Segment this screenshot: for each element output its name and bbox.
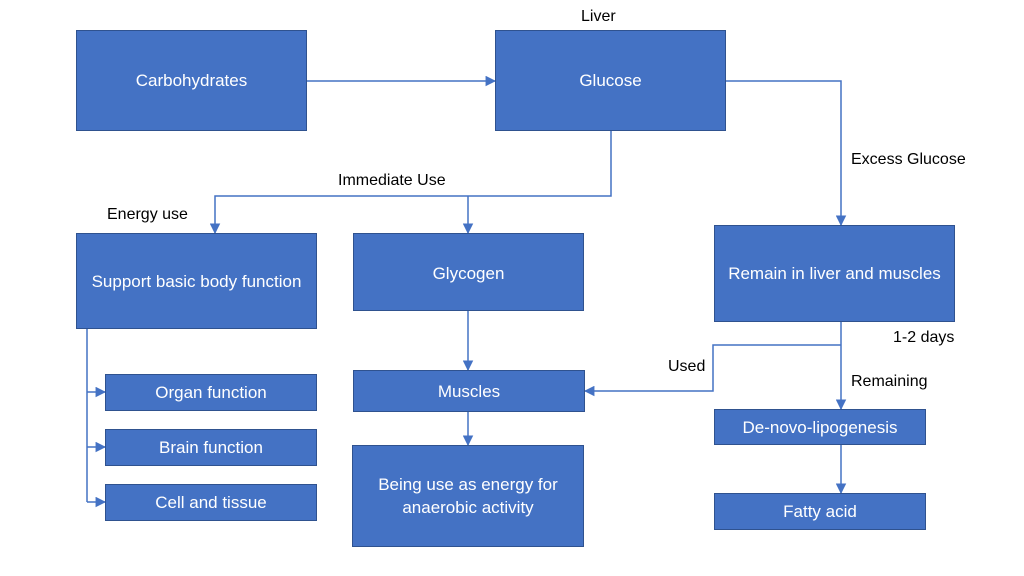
excess-glucose-label: Excess Glucose [851,151,966,168]
anaerobic-activity-label: Being use as energy for anaerobic activi… [378,475,558,517]
glycogen-label: Glycogen [432,264,505,283]
liver-label: Liver [581,8,616,25]
support-basic-body-function-label: Support basic body function [91,271,302,291]
connector-glucose-down [209,131,612,235]
muscles-label: Muscles [437,381,501,401]
de-novo-lipogenesis-box: De-novo-lipogenesis [714,409,926,445]
one-to-two-days-label: 1-2 days [893,329,955,346]
remain-in-liver-and-muscles-box: Remain in liver and muscles [714,225,955,322]
organ-function-box: Organ function [105,374,317,411]
organ-function-label: Organ function [155,383,267,402]
glycogen-box: Glycogen [353,233,584,311]
cell-and-tissue-label: Cell and tissue [155,493,267,512]
fatty-acid-label: Fatty acid [783,502,857,521]
brain-function-label: Brain function [159,438,263,457]
carbohydrates-box: Carbohydrates [76,30,307,131]
cell-and-tissue-box: Cell and tissue [105,484,317,521]
used-label: Used [668,358,706,375]
support-basic-body-function-box: Support basic body function [76,233,317,329]
glucose-label: Glucose [579,71,642,90]
remain-in-liver-and-muscles-label: Remain in liver and muscles [728,264,941,283]
energy-use-label: Energy use [107,206,188,223]
de-novo-lipogenesis-label: De-novo-lipogenesis [742,417,898,437]
arrow-used-to-muscles [583,344,841,397]
remaining-label: Remaining [851,373,928,390]
glucose-box: Glucose [495,30,726,131]
anaerobic-activity-box: Being use as energy for anaerobic activi… [352,445,584,547]
immediate-use-label: Immediate Use [338,172,446,189]
arrow-glucose-to-remain [726,80,847,227]
muscles-box: Muscles [353,370,585,412]
brain-function-box: Brain function [105,429,317,466]
carbohydrates-label: Carbohydrates [135,71,248,90]
fatty-acid-box: Fatty acid [714,493,926,530]
